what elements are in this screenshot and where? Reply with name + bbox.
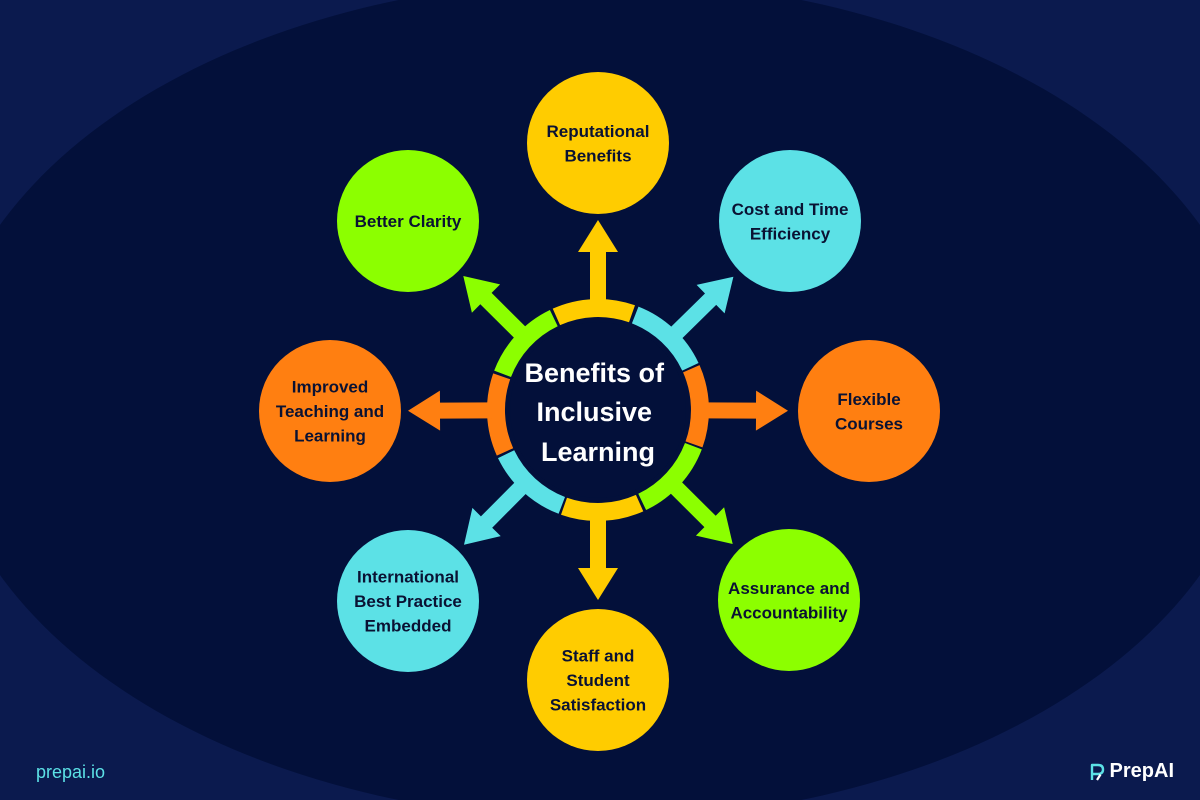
node-label-line: Best Practice <box>354 592 462 611</box>
arrow-flexible-courses <box>704 390 788 431</box>
prepai-logo-icon <box>1090 763 1104 781</box>
arrow-cost-time-efficiency <box>667 276 734 342</box>
brand-name: PrepAI <box>1109 760 1174 782</box>
node-label-line: Embedded <box>365 617 452 636</box>
arrow-staff-student-satisfaction <box>578 516 618 600</box>
node-label-line: Courses <box>835 414 903 433</box>
node-label-line: International <box>357 568 459 587</box>
center-title: Benefits of Inclusive Learning <box>524 358 671 467</box>
center-title-line-3: Learning <box>541 437 655 467</box>
node-circle <box>798 340 940 482</box>
node-circle <box>527 72 669 214</box>
ring-arc-better-clarity <box>494 309 558 378</box>
node-label-line: Benefits <box>564 146 631 165</box>
arrow-reputational-benefits <box>578 220 618 304</box>
ring-arc-improved-teaching-learning <box>487 373 514 456</box>
node-label-line: Student <box>566 671 630 690</box>
node-circle <box>337 530 479 672</box>
node-circle <box>527 609 669 751</box>
footer-url: prepai.io <box>36 762 106 782</box>
ring-arc-staff-student-satisfaction <box>561 494 644 521</box>
node-circle <box>337 150 479 292</box>
arrows <box>408 220 788 600</box>
arrow-improved-teaching-learning <box>408 390 492 431</box>
brand-logo: PrepAI <box>1088 760 1174 783</box>
node-label: Better Clarity <box>355 212 462 231</box>
node-label-line: Efficiency <box>750 224 831 243</box>
node-label-line: Satisfaction <box>550 696 646 715</box>
node-circle <box>719 150 861 292</box>
center-hub <box>510 322 686 498</box>
arrow-international-best-practice <box>464 479 529 545</box>
center-title-line-1: Benefits of <box>524 358 665 388</box>
ring-arc-cost-time-efficiency <box>631 306 699 371</box>
arrow-better-clarity <box>463 276 529 341</box>
ring-arc-international-best-practice <box>497 450 566 514</box>
node-circle <box>718 529 860 671</box>
node-label-line: Learning <box>294 427 366 446</box>
node-label-line: Accountability <box>730 603 848 622</box>
node-label-line: Improved <box>292 378 369 397</box>
node-label-line: Reputational <box>547 122 650 141</box>
ring-arc-reputational-benefits <box>552 299 635 326</box>
node-label-line: Better Clarity <box>355 212 462 231</box>
ring-arc-flexible-courses <box>682 365 709 448</box>
node-circle <box>259 340 401 482</box>
node-label-line: Flexible <box>837 390 900 409</box>
node-better-clarity: Better Clarity <box>337 150 479 292</box>
ring-arc-assurance-accountability <box>638 442 702 511</box>
node-label-line: Staff and <box>562 647 635 666</box>
arc-ring <box>487 299 709 521</box>
arrow-assurance-accountability <box>667 479 733 544</box>
node-label-line: Cost and Time <box>732 200 849 219</box>
node-label-line: Assurance and <box>728 579 850 598</box>
center-title-line-2: Inclusive <box>536 397 652 427</box>
node-label-line: Teaching and <box>276 402 384 421</box>
